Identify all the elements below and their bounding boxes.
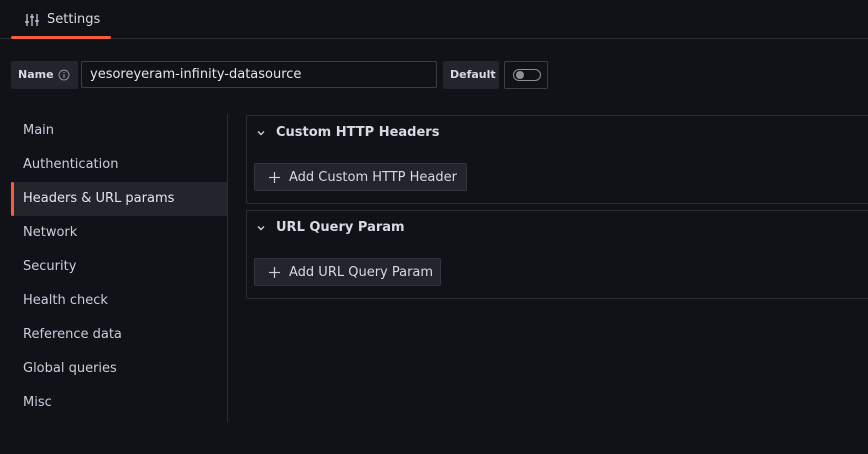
sidebar-item-main[interactable]: Main: [11, 114, 227, 148]
sidebar-item-label: Network: [23, 225, 78, 240]
button-label: Add URL Query Param: [289, 264, 434, 280]
sidebar-item-network[interactable]: Network: [11, 216, 227, 250]
chevron-down-icon: [257, 131, 265, 136]
tab-settings[interactable]: Settings: [11, 0, 111, 39]
button-label: Add Custom HTTP Header: [289, 169, 457, 185]
url-query-param-section: URL Query Param Add URL Query Param: [246, 210, 868, 299]
plus-icon: [269, 172, 280, 183]
sidebar-item-label: Health check: [23, 293, 108, 308]
sidebar-item-authentication[interactable]: Authentication: [11, 148, 227, 182]
toggle-knob: [516, 71, 524, 79]
plus-icon: [269, 267, 280, 278]
sidebar-item-label: Misc: [23, 395, 52, 410]
sidebar-item-label: Reference data: [23, 327, 122, 342]
add-url-query-param-button[interactable]: Add URL Query Param: [254, 258, 441, 286]
chevron-down-icon: [257, 226, 265, 231]
custom-http-headers-section: Custom HTTP Headers Add Custom HTTP Head…: [246, 115, 868, 204]
default-label: Default: [450, 68, 496, 81]
name-label: Name: [18, 68, 54, 81]
section-title: Custom HTTP Headers: [276, 125, 440, 140]
sidebar-item-global-queries[interactable]: Global queries: [11, 352, 227, 386]
add-custom-http-header-button[interactable]: Add Custom HTTP Header: [254, 163, 467, 191]
default-toggle[interactable]: [504, 61, 548, 89]
tab-settings-label: Settings: [47, 12, 101, 27]
sidebar-item-health-check[interactable]: Health check: [11, 284, 227, 318]
active-tab-indicator: [11, 36, 111, 39]
sidebar-item-label: Authentication: [23, 157, 119, 172]
tab-bar: Settings: [0, 0, 868, 39]
sidebar-item-headers-url-params[interactable]: Headers & URL params: [11, 182, 227, 216]
sidebar-item-label: Main: [23, 123, 55, 138]
sidebar-item-reference-data[interactable]: Reference data: [11, 318, 227, 352]
sidebar-item-security[interactable]: Security: [11, 250, 227, 284]
sidebar-item-label: Security: [23, 259, 77, 274]
name-label-box: Name: [11, 61, 78, 89]
sidebar-divider: [227, 114, 228, 422]
sidebar-item-label: Global queries: [23, 361, 117, 376]
sidebar-item-misc[interactable]: Misc: [11, 386, 227, 420]
info-icon[interactable]: [58, 69, 70, 81]
toggle-track: [513, 69, 541, 81]
default-label-box: Default: [443, 61, 499, 89]
section-title: URL Query Param: [276, 220, 405, 235]
sliders-icon: [25, 14, 39, 26]
settings-sidebar: Main Authentication Headers & URL params…: [11, 114, 227, 420]
sidebar-item-label: Headers & URL params: [23, 191, 175, 206]
name-input[interactable]: [81, 61, 437, 88]
